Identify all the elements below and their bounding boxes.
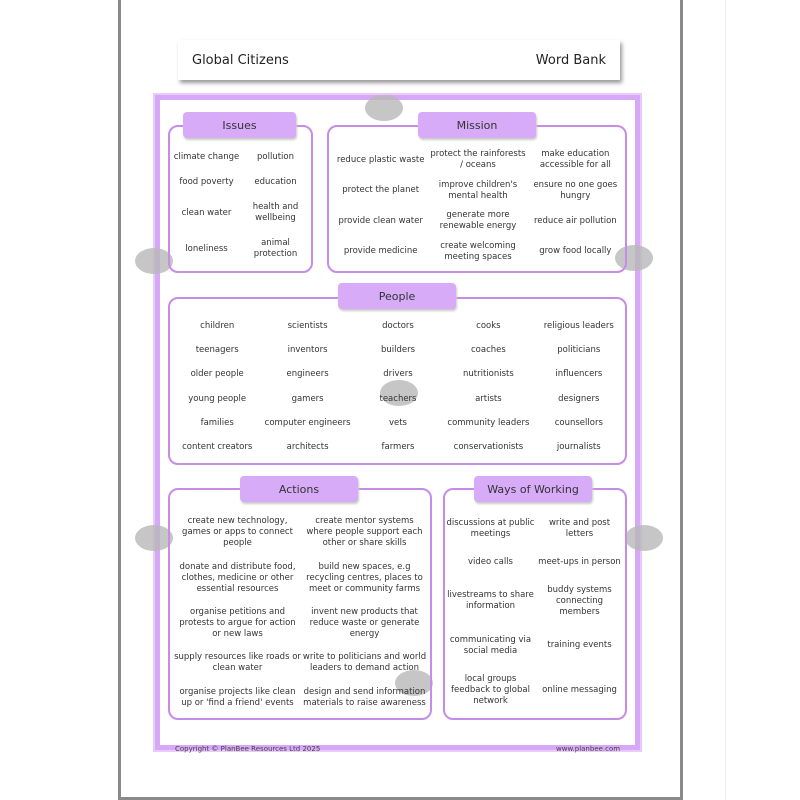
word-item: scientists [287,320,328,331]
word-bank-frame [153,93,642,752]
page-header: Global Citizens Word Bank [178,40,620,80]
word-item: content creators [182,442,253,453]
word-item: create welcoming meeting spaces [440,240,516,262]
word-item: journalists [556,442,601,453]
word-item: designers [558,393,600,404]
issues-heading: Issues [183,112,296,138]
ways-word-list: discussions at public meetings write and … [446,510,624,715]
word-item: doctors [382,320,414,331]
bee-watermark-icon [380,380,418,406]
word-item: build new spaces, e.g recycling centres,… [306,561,423,594]
word-item: communicating via social media [449,634,532,656]
word-item: climate change [173,152,240,162]
word-item: conservationists [453,442,524,453]
word-item: vets [388,417,407,428]
word-item: training events [547,640,612,651]
bee-watermark-icon [135,525,173,551]
word-item: create mentor systems where people suppo… [306,516,423,549]
word-item: education [254,177,297,187]
word-item: online messaging [542,684,617,695]
mission-word-list: reduce plastic waste protect the rainfore… [332,145,624,267]
word-item: generate more renewable energy [439,210,517,232]
word-item: provide medicine [343,246,418,257]
mission-heading: Mission [418,112,536,138]
word-item: reduce air pollution [533,215,617,226]
website-link[interactable]: www.planbee.com [556,745,621,753]
word-item: clean water [181,207,232,218]
word-item: create new technology, games or apps to … [182,516,293,549]
bee-watermark-icon [365,95,403,121]
word-item: improve children's mental health [438,179,518,201]
word-item: meet-ups in person [538,557,621,568]
word-item: religious leaders [543,320,614,331]
word-item: design and send information materials to… [303,686,426,708]
word-item: farmers [381,442,415,453]
word-item: write to politicians and world leaders t… [302,652,427,674]
word-item: local groups feedback to global network [451,673,530,706]
word-item: cooks [476,320,501,331]
people-heading: People [338,283,456,309]
word-item: discussions at public meetings [446,518,535,540]
bee-watermark-icon [135,248,173,274]
word-item: loneliness [185,243,228,254]
word-item: organise projects like clean up or 'find… [179,686,296,708]
word-item: supply resources like roads or clean wat… [174,652,301,674]
word-item: food poverty [179,177,234,187]
word-item: protect the rainforests / oceans [430,149,526,171]
word-item: politicians [557,344,601,355]
bee-watermark-icon [395,670,433,696]
copyright-text: Copyright © PlanBee Resources Ltd 2025 [175,745,321,753]
word-item: animal protection [253,238,298,259]
word-item: artists [475,393,502,404]
people-word-list: children scientists doctors cooks religious … [172,314,624,460]
word-item: older people [190,369,244,380]
word-item: provide clean water [338,215,423,226]
issues-word-list: climate change pollution food poverty educa… [172,145,310,267]
word-item: invent new products that reduce waste or… [309,606,420,639]
word-item: protect the planet [342,185,420,196]
word-item: livestreams to share information [447,590,534,612]
word-item: coaches [470,344,506,355]
word-item: children [200,320,235,331]
word-item: community leaders [447,417,530,428]
word-item: young people [188,393,247,404]
bee-watermark-icon [625,525,663,551]
actions-word-list: create new technology, games or apps to … [174,510,428,715]
actions-heading: Actions [240,476,358,502]
word-item: reduce plastic waste [336,154,425,165]
word-item: teachers [379,393,417,404]
word-item: make education accessible for all [539,149,611,171]
word-item: ensure no one goes hungry [533,179,618,201]
page-subtitle: Word Bank [535,52,606,68]
word-item: teenagers [195,344,239,355]
word-item: organise petitions and protests to argue… [179,606,296,639]
word-item: influencers [555,369,603,380]
ways-heading: Ways of Working [474,476,592,502]
word-item: builders [380,344,416,355]
word-item: nutritionists [462,369,514,380]
word-item: engineers [286,369,329,380]
word-item: architects [286,442,329,453]
word-item: computer engineers [264,417,351,428]
word-item: inventors [287,344,328,355]
word-item: buddy systems connecting members [547,584,612,617]
word-item: counsellors [554,417,603,428]
word-item: write and post letters [548,518,611,540]
word-item: gamers [291,393,324,404]
word-item: video calls [468,557,513,568]
page-title: Global Citizens [192,52,289,68]
word-item: pollution [257,152,294,162]
word-item: health and wellbeing [252,202,299,223]
word-item: drivers [383,369,413,380]
word-item: donate and distribute food, clothes, med… [179,561,296,594]
word-item: grow food locally [539,246,612,257]
word-item: families [200,417,234,428]
